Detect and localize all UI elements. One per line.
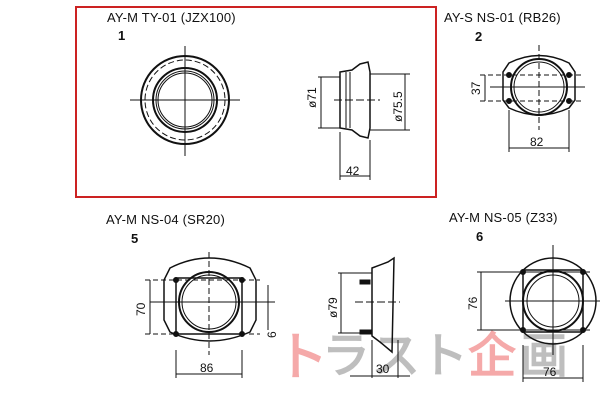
watermark-char-4: ト	[420, 328, 468, 384]
part-5-model-label: AY-M NS-04 (SR20)	[106, 212, 225, 227]
watermark-char-2: ラ	[322, 328, 370, 384]
watermark-char-5: 企	[468, 328, 517, 384]
part-6-dim-spacing: 76	[466, 296, 480, 310]
part-6-front-view	[477, 245, 600, 382]
watermark-char-6: 画	[520, 328, 568, 384]
part-6-index: 6	[476, 229, 484, 244]
part-1-dim-outer: ø75.5	[391, 91, 405, 122]
part-5-dim-width: 86	[200, 361, 214, 375]
part-5-dim-diameter: ø79	[326, 297, 340, 318]
part-6-model-label: AY-M NS-05 (Z33)	[449, 210, 558, 225]
part-2-dim-spacing: 37	[469, 81, 483, 95]
watermark-char-1: ト	[276, 328, 328, 388]
part-1-dim-inner: ø71	[305, 87, 319, 108]
part-2-model-label: AY-S NS-01 (RB26)	[444, 10, 561, 25]
part-1-front-view	[130, 46, 240, 156]
part-2-front-view	[480, 45, 585, 152]
part-2-dim-width: 82	[530, 135, 544, 149]
part-5-side-view	[338, 256, 410, 378]
part-5-dim-offset: 6	[265, 331, 279, 338]
part-2-index: 2	[475, 29, 483, 44]
part-1-index: 1	[118, 28, 126, 43]
part-5-front-view	[145, 252, 275, 378]
part-5-dim-depth: 30	[376, 362, 390, 376]
part-5-index: 5	[131, 231, 139, 246]
part-1-side-view	[318, 61, 410, 180]
watermark-char-3: ス	[372, 328, 420, 384]
selected-part-highlight	[75, 6, 437, 198]
watermark: ト ラ ス ト 企 画	[276, 328, 568, 388]
part-1-dim-depth: 42	[346, 164, 360, 178]
part-6-dim-width: 76	[543, 365, 557, 379]
part-1-model-label: AY-M TY-01 (JZX100)	[107, 10, 236, 25]
part-5-dim-spacing: 70	[134, 302, 148, 316]
